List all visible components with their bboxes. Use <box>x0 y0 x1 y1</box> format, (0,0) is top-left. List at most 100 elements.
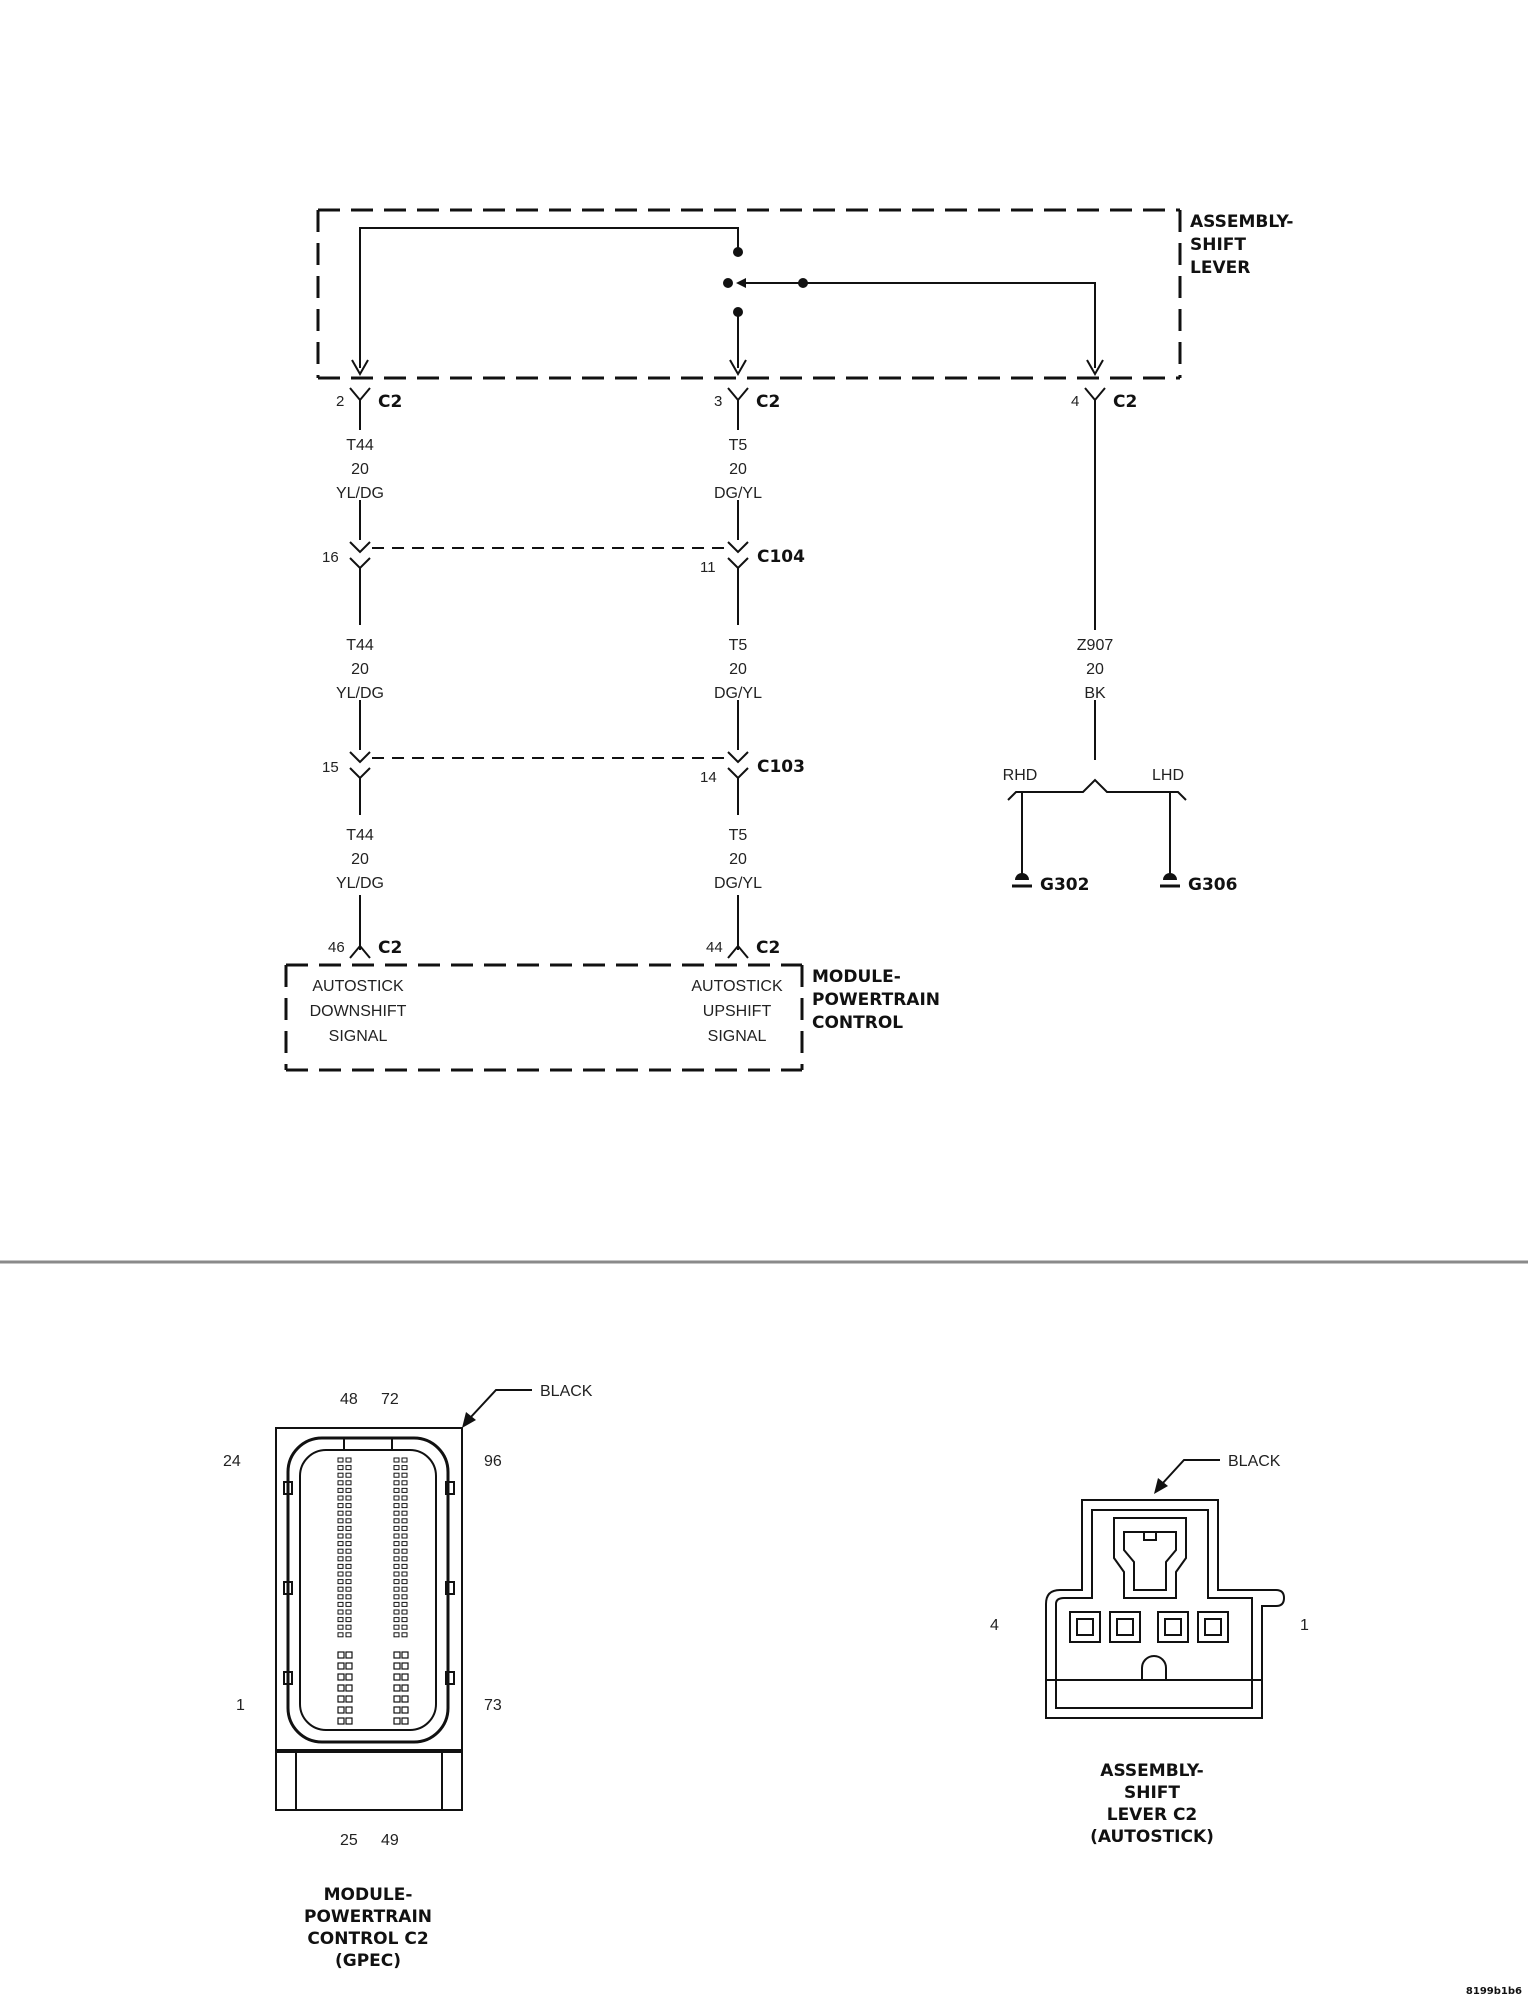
shift-conn-latch <box>1113 1517 1187 1599</box>
pcm-pin-cavity <box>401 1571 408 1577</box>
pcm-pin-cavity <box>401 1556 408 1562</box>
t5-gauge-3: 20 <box>729 851 747 868</box>
t44-color-3: YL/DG <box>336 875 384 892</box>
branch-lhd-label: LHD <box>1152 767 1184 784</box>
pcm-conn-shroud-inner <box>299 1449 437 1731</box>
pcm-conn-pin-73: 73 <box>484 1697 502 1714</box>
t44-gauge-3: 20 <box>351 851 369 868</box>
pcm-pin-cavity-large <box>337 1717 345 1725</box>
t5-circuit-3: T5 <box>729 827 748 844</box>
pcm-pin-cavity-large <box>337 1695 345 1703</box>
pcm-pin-cavity <box>393 1579 400 1585</box>
shift-conn-color-leader <box>1161 1459 1220 1485</box>
pcm-pin-cavity <box>337 1533 344 1539</box>
pcm-pin-cavity <box>337 1586 344 1592</box>
pcm-pin-cavity <box>345 1632 352 1638</box>
pcm-pin-cavity-large <box>345 1717 353 1725</box>
pcm-pin-cavity <box>337 1465 344 1471</box>
pcm-pin-cavity-large <box>345 1684 353 1692</box>
pcm-pin-cavity <box>337 1472 344 1478</box>
shift-conn-caption-2: SHIFT <box>1124 1783 1180 1803</box>
c2-pin2-number: 2 <box>336 393 344 410</box>
pcm-pin-cavity-large <box>345 1706 353 1714</box>
pcm-pin-cavity <box>393 1480 400 1486</box>
c103-left-pin: 15 <box>322 759 339 776</box>
shift-lever-dashed-box <box>316 208 1182 380</box>
pcm-pin-cavity <box>401 1510 408 1516</box>
pcm-pin-cavity <box>345 1579 352 1585</box>
switch-contact-junction <box>798 278 808 288</box>
pcm-pin-cavity <box>393 1525 400 1531</box>
pcm-pin-cavity <box>393 1533 400 1539</box>
pcm-pin-cavity <box>345 1594 352 1600</box>
pcm-pin-cavity <box>345 1480 352 1486</box>
pcm-conn-caption-3: CONTROL C2 <box>307 1929 428 1949</box>
inline-connector-c104: 16 11 C104 <box>322 541 805 580</box>
c2-pin2-connector: C2 <box>378 392 402 412</box>
pcm-pin-cavity-large <box>393 1706 401 1714</box>
pcm-pin-cavity <box>393 1510 400 1516</box>
pcm-pin-cavity <box>337 1495 344 1501</box>
c103-label: C103 <box>757 757 805 777</box>
pcm-pin-cavity-large <box>401 1673 409 1681</box>
pcm-pin-cavity <box>401 1579 408 1585</box>
branch-rhd-label: RHD <box>1003 767 1038 784</box>
pcm-title-2: POWERTRAIN <box>812 990 940 1010</box>
pcm-pin-cavity-large <box>337 1673 345 1681</box>
pcm-pin-cavity <box>337 1563 344 1569</box>
pcm-title-3: CONTROL <box>812 1013 903 1033</box>
pcm-pin-cavity <box>345 1617 352 1623</box>
t44-circuit-3: T44 <box>346 827 374 844</box>
pcm-left-signal-1: AUTOSTICK <box>312 978 404 995</box>
pcm-pin-cavity <box>337 1556 344 1562</box>
pcm-pin-cavity <box>337 1541 344 1547</box>
connector-c2-pin2-symbol <box>349 387 371 420</box>
shift-lever-c2-connector-view: BLACK 4 1 ASSEMBLY- SHIFT LEVER C2 (AUTO… <box>990 1453 1309 1847</box>
pcm-pin-cavity <box>401 1487 408 1493</box>
pcm-conn-caption-4: (GPEC) <box>335 1951 401 1971</box>
pcm-pin-cavity-large <box>401 1651 409 1659</box>
c2-pin3-number: 3 <box>714 393 722 410</box>
shift-conn-color: BLACK <box>1228 1453 1281 1470</box>
pcm-pin-cavity <box>401 1563 408 1569</box>
pcm-pin-cavity <box>337 1525 344 1531</box>
t44-gauge-2: 20 <box>351 661 369 678</box>
pcm-pin-cavity <box>337 1571 344 1577</box>
pcm-pin-cavity <box>345 1556 352 1562</box>
pcm-pin-cavity <box>337 1548 344 1554</box>
pcm-pin-cavity <box>345 1609 352 1615</box>
pcm-pin-cavity-large <box>337 1684 345 1692</box>
ground-g306-label: G306 <box>1188 875 1237 895</box>
pcm-pin-cavity <box>337 1457 344 1463</box>
t44-circuit-2: T44 <box>346 637 374 654</box>
pcm-pin-cavity <box>345 1472 352 1478</box>
c104-left-pin: 16 <box>322 549 339 566</box>
pcm-pin-cavity <box>393 1586 400 1592</box>
pcm-pin-cavity <box>401 1525 408 1531</box>
pcm-left-signal-3: SIGNAL <box>329 1028 388 1045</box>
pcm-pin46-connector: C2 <box>378 938 402 958</box>
connector-c2-pin3-symbol <box>727 387 749 420</box>
pcm-conn-housing <box>275 1427 463 1751</box>
pcm-pin-cavity <box>393 1518 400 1524</box>
pcm-pin-cavity-large <box>401 1695 409 1703</box>
pcm-pin-cavity <box>401 1617 408 1623</box>
c2-pin4-connector: C2 <box>1113 392 1137 412</box>
pcm-pin-cavity <box>393 1571 400 1577</box>
pcm-pin-cavity <box>345 1495 352 1501</box>
pcm-pin-cavity <box>337 1480 344 1486</box>
pcm-pin-cavity-large <box>401 1662 409 1670</box>
pcm-pin-cavity-large <box>337 1651 345 1659</box>
pcm-pin-cavity <box>345 1533 352 1539</box>
ground-g302-label: G302 <box>1040 875 1089 895</box>
pcm-pin-cavity-large <box>401 1717 409 1725</box>
pcm-pin-cavity <box>401 1632 408 1638</box>
switch-contact-upper <box>733 247 743 257</box>
pcm-conn-color: BLACK <box>540 1383 593 1400</box>
pcm-conn-top-pin-48: 48 <box>340 1391 358 1408</box>
shift-lever-title-1: ASSEMBLY- <box>1190 212 1293 232</box>
pcm-module: MODULE- POWERTRAIN CONTROL AUTOSTICK DOW… <box>284 963 940 1072</box>
inline-connector-c103: 15 14 C103 <box>322 751 805 790</box>
pcm-pin-cavity <box>401 1465 408 1471</box>
c2-pin3-connector: C2 <box>756 392 780 412</box>
